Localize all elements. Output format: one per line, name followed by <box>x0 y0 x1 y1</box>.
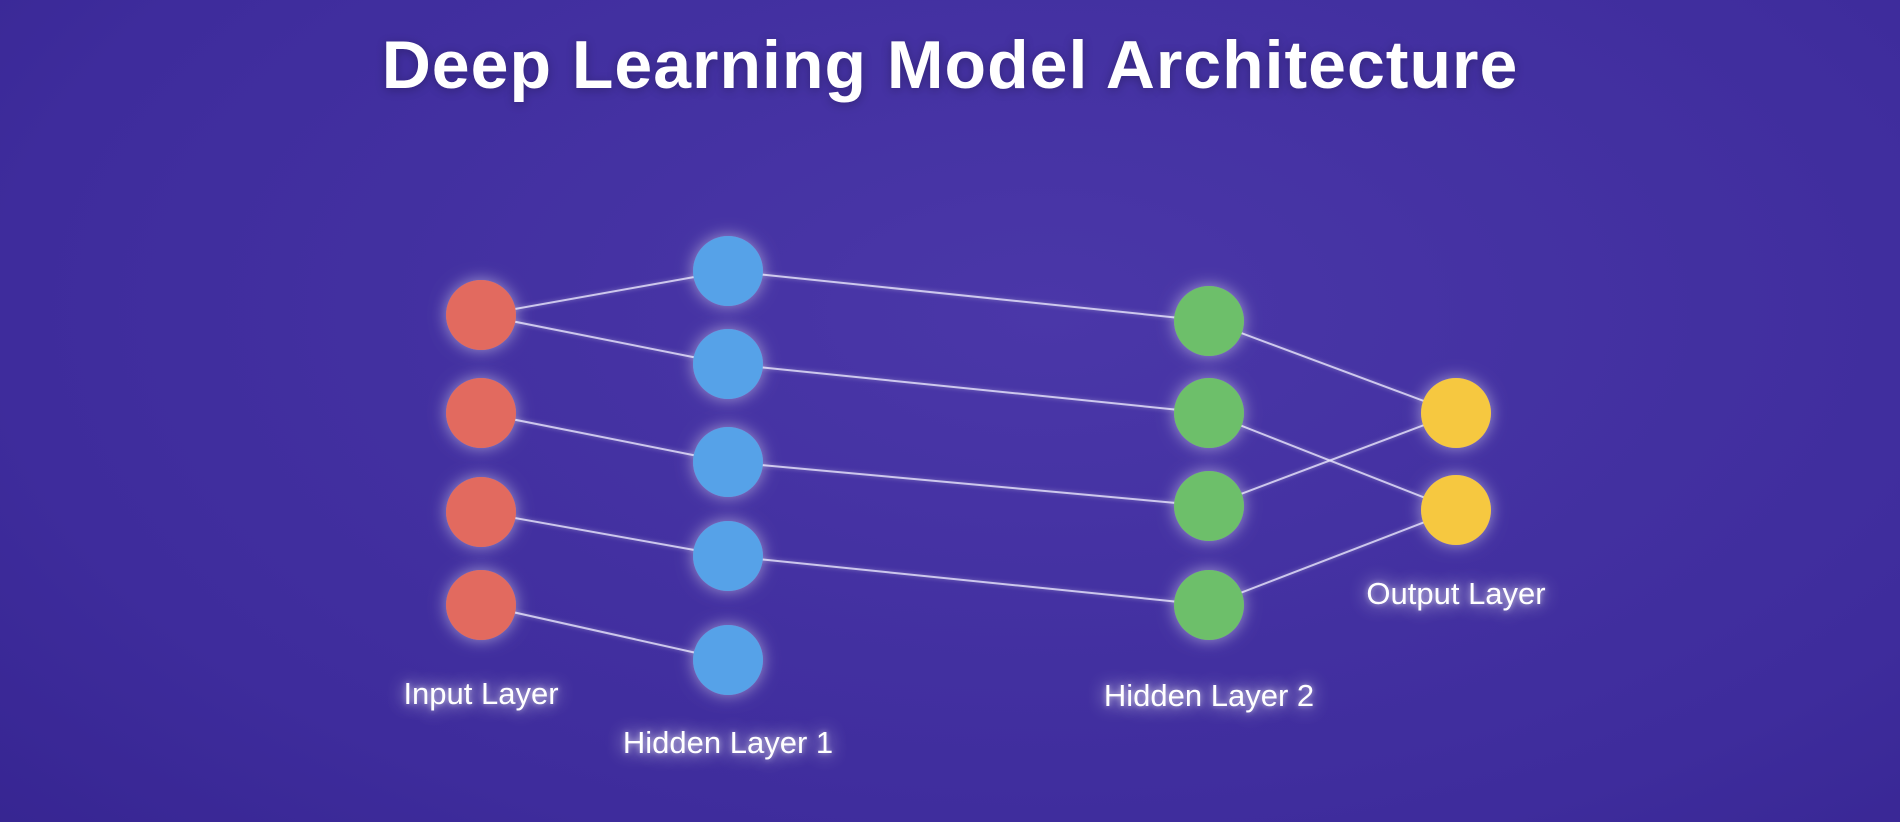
connection-line <box>480 604 729 661</box>
connection-line <box>480 511 729 557</box>
hidden2-node-3 <box>1174 570 1244 640</box>
input-node-1 <box>446 378 516 448</box>
output-node-0 <box>1421 378 1491 448</box>
connection-line <box>480 412 729 463</box>
hidden1-node-4 <box>693 625 763 695</box>
hidden1-node-0 <box>693 236 763 306</box>
hidden2-node-0 <box>1174 286 1244 356</box>
hidden1-node-3 <box>693 521 763 591</box>
hidden2-node-2 <box>1174 471 1244 541</box>
hidden2-node-1 <box>1174 378 1244 448</box>
connection-line <box>1208 412 1457 511</box>
input-node-3 <box>446 570 516 640</box>
hidden1-node-1 <box>693 329 763 399</box>
connection-line <box>1208 412 1457 507</box>
connection-line <box>727 270 1210 322</box>
diagram-title: Deep Learning Model Architecture <box>381 27 1519 103</box>
connection-line <box>1208 320 1457 414</box>
connection-line <box>480 314 729 365</box>
connection-line <box>727 555 1210 606</box>
hidden1-node-2 <box>693 427 763 497</box>
input-node-0 <box>446 280 516 350</box>
connection-line <box>727 461 1210 507</box>
connection-line <box>1208 509 1457 606</box>
output-node-1 <box>1421 475 1491 545</box>
input-node-2 <box>446 477 516 547</box>
connection-line <box>480 270 729 316</box>
connection-line <box>727 363 1210 414</box>
